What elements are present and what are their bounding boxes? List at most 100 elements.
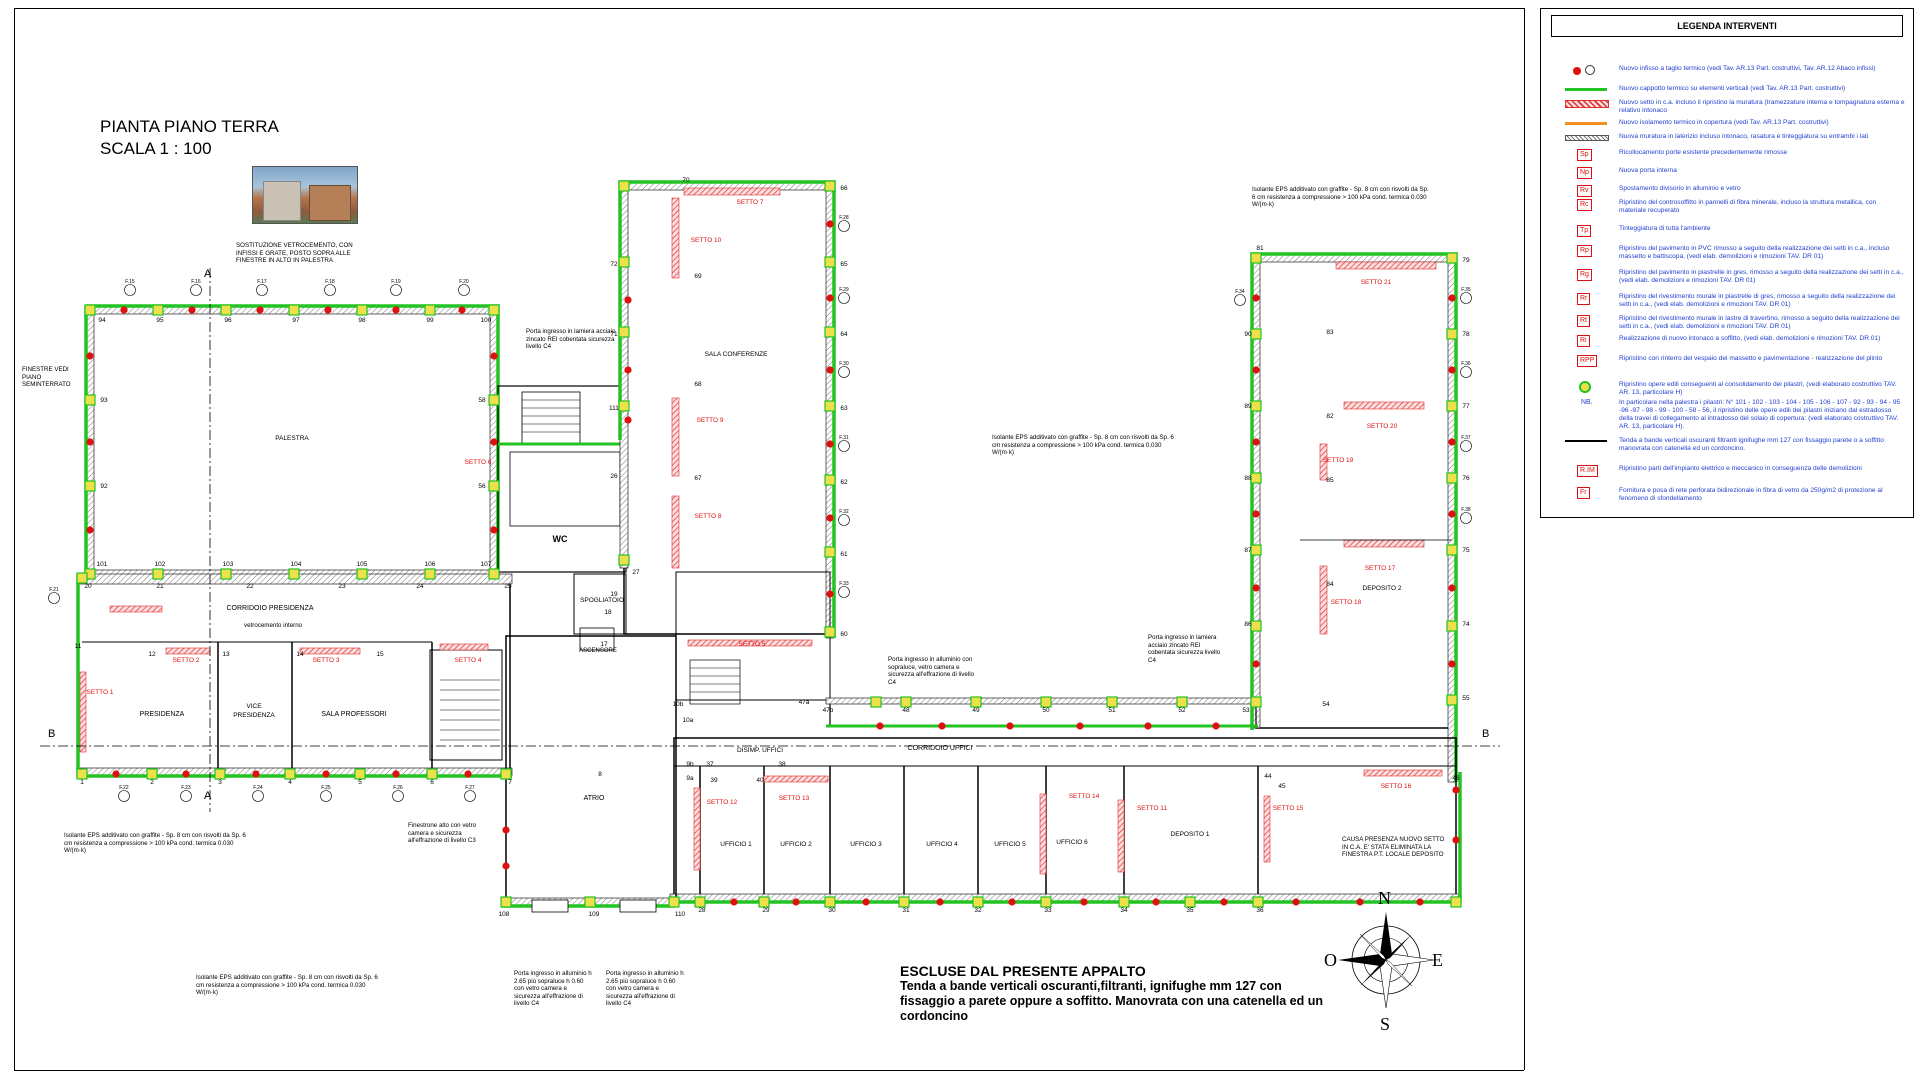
- pillar-number: 7: [508, 779, 512, 786]
- pillar-number: 98: [358, 317, 366, 324]
- window-dot: [458, 306, 466, 314]
- pillar-box: [972, 896, 984, 908]
- pillar-number: 92: [100, 483, 108, 490]
- window-dot: [1076, 722, 1084, 730]
- legend-symbol: [1551, 437, 1607, 451]
- pillar-box: [356, 568, 368, 580]
- window-tag-circle: [256, 284, 268, 296]
- pillar-box: [824, 626, 836, 638]
- pillar-number: 51: [1108, 707, 1116, 714]
- pillar-box: [758, 896, 770, 908]
- note-eps-top-right: Isolante EPS additivato con graffite - S…: [1252, 186, 1429, 208]
- window-tag-circle: [252, 790, 264, 802]
- legend-symbol: [1551, 381, 1607, 395]
- pillar-number: 100: [481, 317, 492, 324]
- room-sala-professori: SALA PROFESSORI: [321, 711, 386, 718]
- window-dot: [86, 438, 94, 446]
- pillar-box: [824, 256, 836, 268]
- legend-symbol: [1551, 99, 1609, 113]
- pillar-number: 5: [358, 779, 362, 786]
- compass-s: S: [1380, 1014, 1391, 1034]
- window-dot: [502, 862, 510, 870]
- pillar-number: 50: [1042, 707, 1050, 714]
- compass-e: E: [1432, 950, 1443, 970]
- pillar-number: 97: [292, 317, 300, 324]
- pillar-number: 40: [756, 777, 764, 784]
- window-dot: [1252, 584, 1260, 592]
- pillar-number: 96: [224, 317, 232, 324]
- pillar-box: [824, 400, 836, 412]
- pillar-box: [288, 568, 300, 580]
- pillar-box: [898, 896, 910, 908]
- pillar-number: 27: [632, 569, 640, 576]
- pillar-number: 36: [1256, 907, 1264, 914]
- legend-symbol: [1551, 119, 1607, 133]
- compass-rose: [1338, 912, 1435, 1009]
- window-dot: [252, 770, 260, 778]
- window-dot: [1448, 584, 1456, 592]
- window-tag-label: F.25: [321, 785, 331, 791]
- pillar-number: 85: [1326, 477, 1334, 484]
- window-tag-circle: [1460, 366, 1472, 378]
- pillar-number: 62: [840, 479, 848, 486]
- setto-label: SETTO 12: [707, 799, 738, 806]
- window-tag-circle: [838, 292, 850, 304]
- pillar-box: [1446, 328, 1458, 340]
- pillar-number: 38: [778, 761, 786, 768]
- window-tag-label: F.31: [839, 435, 849, 441]
- setto-label: SETTO 2: [173, 657, 200, 664]
- pillar-number: 109: [589, 911, 600, 918]
- window-dot: [188, 306, 196, 314]
- note-causa-setto: CAUSA PRESENZA NUOVO SETTO IN C.A. E' ST…: [1342, 836, 1445, 858]
- pillar-box: [84, 480, 96, 492]
- window-dot: [322, 770, 330, 778]
- pillar-number: 11: [75, 643, 82, 650]
- pillar-number: 1: [80, 779, 84, 786]
- pillar-number: 31: [902, 907, 910, 914]
- pillar-number: 61: [840, 551, 848, 558]
- pillar-number: 106: [425, 561, 436, 568]
- window-tag-circle: [1234, 294, 1246, 306]
- window-dot: [936, 898, 944, 906]
- pillar-box: [618, 256, 630, 268]
- note-finestrone: Finestrone alto con vetro camera e sicur…: [408, 822, 477, 844]
- window-dot: [730, 898, 738, 906]
- setto-label: SETTO 14: [1069, 793, 1100, 800]
- legend-symbol: Fr: [1551, 487, 1607, 501]
- legend-symbol: Rr: [1551, 293, 1607, 307]
- legend-text: In particolare nella palestra i pilastri…: [1619, 399, 1901, 430]
- pillar-box: [668, 896, 680, 908]
- pillar-box: [970, 696, 982, 708]
- pillar-number: 79: [1462, 257, 1470, 264]
- window-tag-label: F.15: [125, 279, 135, 285]
- pillar-number: 47a: [799, 699, 810, 706]
- pillar-number: 15: [376, 651, 384, 658]
- window-dot: [792, 898, 800, 906]
- window-tag-circle: [838, 440, 850, 452]
- legend-text: Ripristino del rivestimento murale in la…: [1619, 315, 1900, 330]
- setto-label: SETTO 19: [1323, 457, 1354, 464]
- pillar-number: 23: [338, 583, 346, 590]
- legend-text: Ripristino del pavimento in piastrelle i…: [1619, 269, 1904, 284]
- pillar-box: [870, 696, 882, 708]
- legend-symbol: Rt: [1551, 315, 1607, 329]
- window-tag-label: F.28: [839, 215, 849, 221]
- window-dot: [624, 416, 632, 424]
- pillar-box: [84, 394, 96, 406]
- section-b-left: B: [48, 728, 56, 740]
- pillar-box: [824, 180, 836, 192]
- window-dot: [1220, 898, 1228, 906]
- pillar-number: 24: [416, 583, 424, 590]
- pillar-box: [488, 568, 500, 580]
- pillar-number: 8: [598, 771, 602, 778]
- pillar-number: 32: [974, 907, 982, 914]
- pillar-number: 26: [610, 473, 618, 480]
- pillar-box: [618, 326, 630, 338]
- room-ufficio4: UFFICIO 4: [926, 841, 958, 848]
- window-tag-label: F.29: [839, 287, 849, 293]
- window-dot: [324, 306, 332, 314]
- window-dot: [1448, 366, 1456, 374]
- legend-text: Ripristino del controsoffitto in pannell…: [1619, 199, 1877, 214]
- pillar-box: [584, 896, 596, 908]
